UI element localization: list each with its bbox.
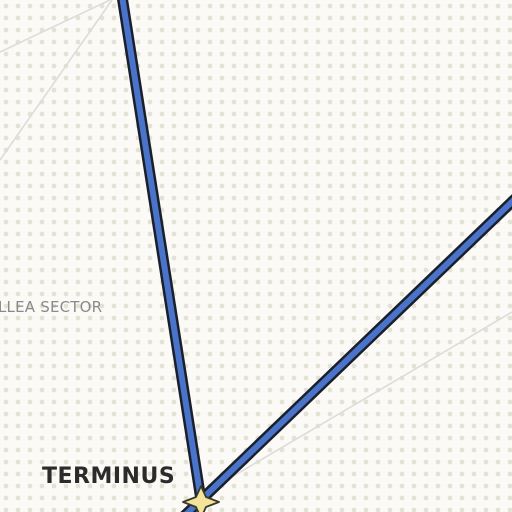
faint-lane-top-left-b [0,0,113,161]
star-icon[interactable] [182,485,220,512]
route-north[interactable] [119,0,204,501]
sector-label: LLEA SECTOR [0,298,102,316]
route-east[interactable] [198,196,512,503]
faint-lane-bottom-right [219,311,512,485]
faint-hyperlanes [0,0,512,485]
faint-lane-top-left-a [0,0,111,53]
terminus-label[interactable]: TERMINUS [42,464,175,489]
